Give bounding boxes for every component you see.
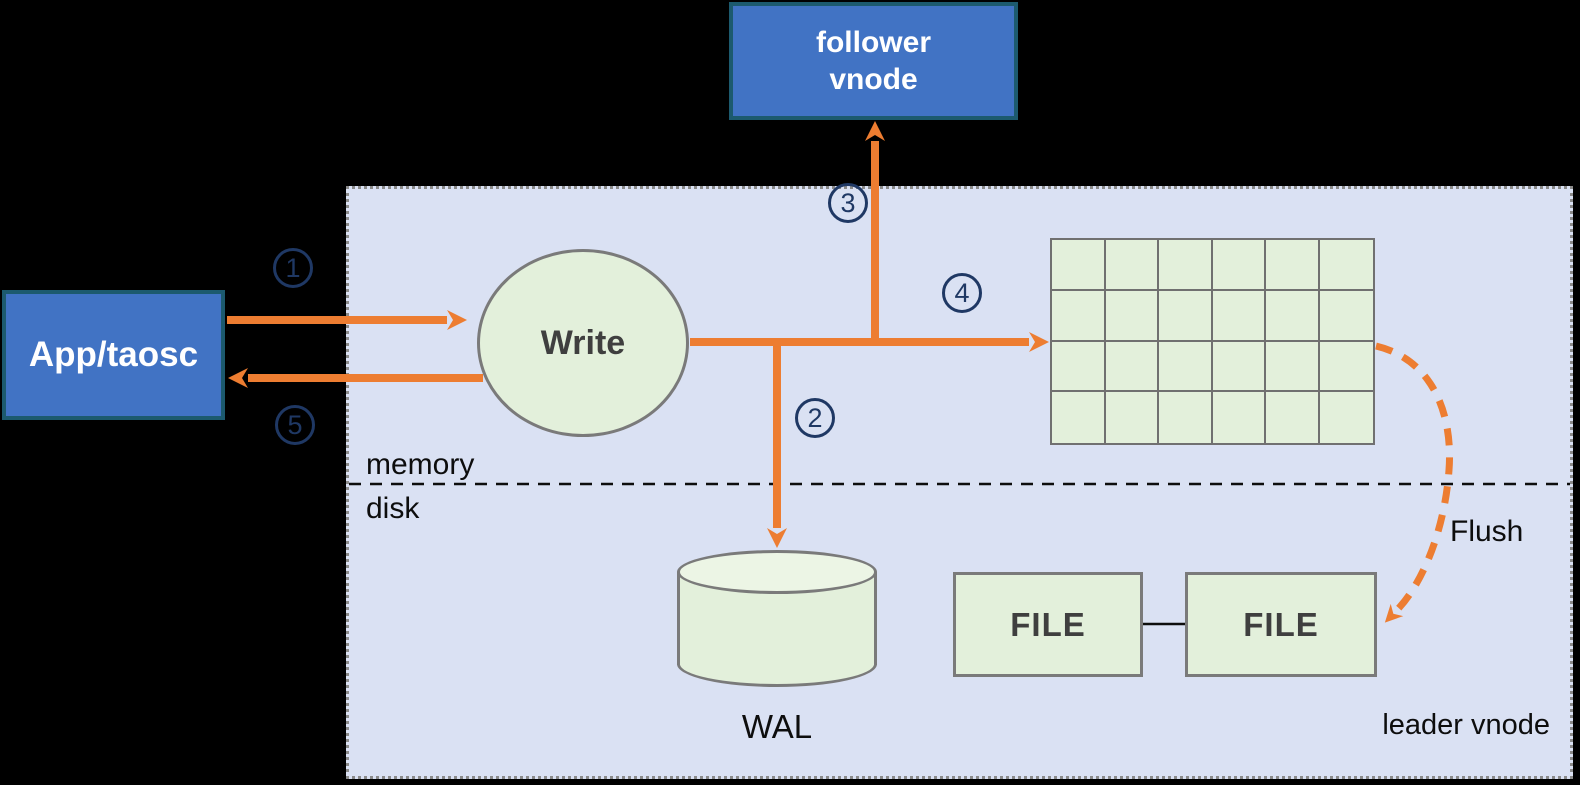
leader-vnode-label: leader vnode [1382, 709, 1550, 741]
write-process-circle: Write [477, 249, 689, 437]
memtable-cell [1212, 290, 1266, 342]
memory-label: memory [366, 448, 475, 481]
memtable-cell [1320, 392, 1374, 443]
flush-label: Flush [1450, 515, 1524, 548]
memtable-cell [1106, 392, 1159, 443]
memtable-cell [1213, 392, 1266, 443]
step-1-badge: 1 [273, 248, 313, 288]
step-2-badge: 2 [795, 398, 835, 438]
memtable-cell [1105, 240, 1159, 291]
step-5-badge: 5 [275, 405, 315, 445]
memtable-cell [1052, 392, 1106, 443]
follower-vnode-label-line1: follower [815, 26, 931, 59]
memtable-cell [1159, 240, 1213, 291]
memtable-cell [1266, 392, 1320, 443]
memtable-grid [1050, 238, 1375, 445]
memtable-cell [1212, 240, 1266, 291]
memtable-cell [1105, 341, 1159, 393]
memtable-cell [1052, 290, 1106, 342]
memtable-cell [1105, 290, 1159, 342]
file-right-label: FILE [1243, 605, 1319, 643]
memtable-cell [1266, 240, 1320, 291]
file-box-left: FILE [953, 572, 1143, 677]
wal-cylinder-top [677, 550, 877, 594]
file-left-label: FILE [1010, 605, 1086, 643]
wal-label: WAL [741, 708, 813, 745]
disk-label: disk [366, 492, 420, 525]
memtable-cell [1319, 291, 1373, 342]
follower-vnode-box: follower vnode [729, 2, 1018, 120]
memtable-cell [1052, 341, 1106, 393]
memtable-cell [1159, 392, 1213, 443]
memtable-cell [1319, 342, 1373, 393]
step-4-badge: 4 [942, 273, 982, 313]
follower-vnode-label-line2: vnode [829, 63, 918, 96]
step-3-badge: 3 [828, 183, 868, 223]
memtable-cell [1159, 290, 1213, 342]
memtable-cell [1212, 341, 1266, 393]
memtable-cell [1266, 341, 1320, 393]
app-taosc-label: App/taosc [28, 335, 199, 374]
app-taosc-box: App/taosc [2, 290, 225, 420]
file-box-right: FILE [1185, 572, 1377, 677]
memtable-cell [1266, 290, 1320, 342]
memtable-cell [1159, 341, 1213, 393]
memtable-cell [1052, 240, 1106, 291]
memtable-cell [1319, 240, 1373, 291]
write-label: Write [540, 323, 626, 362]
